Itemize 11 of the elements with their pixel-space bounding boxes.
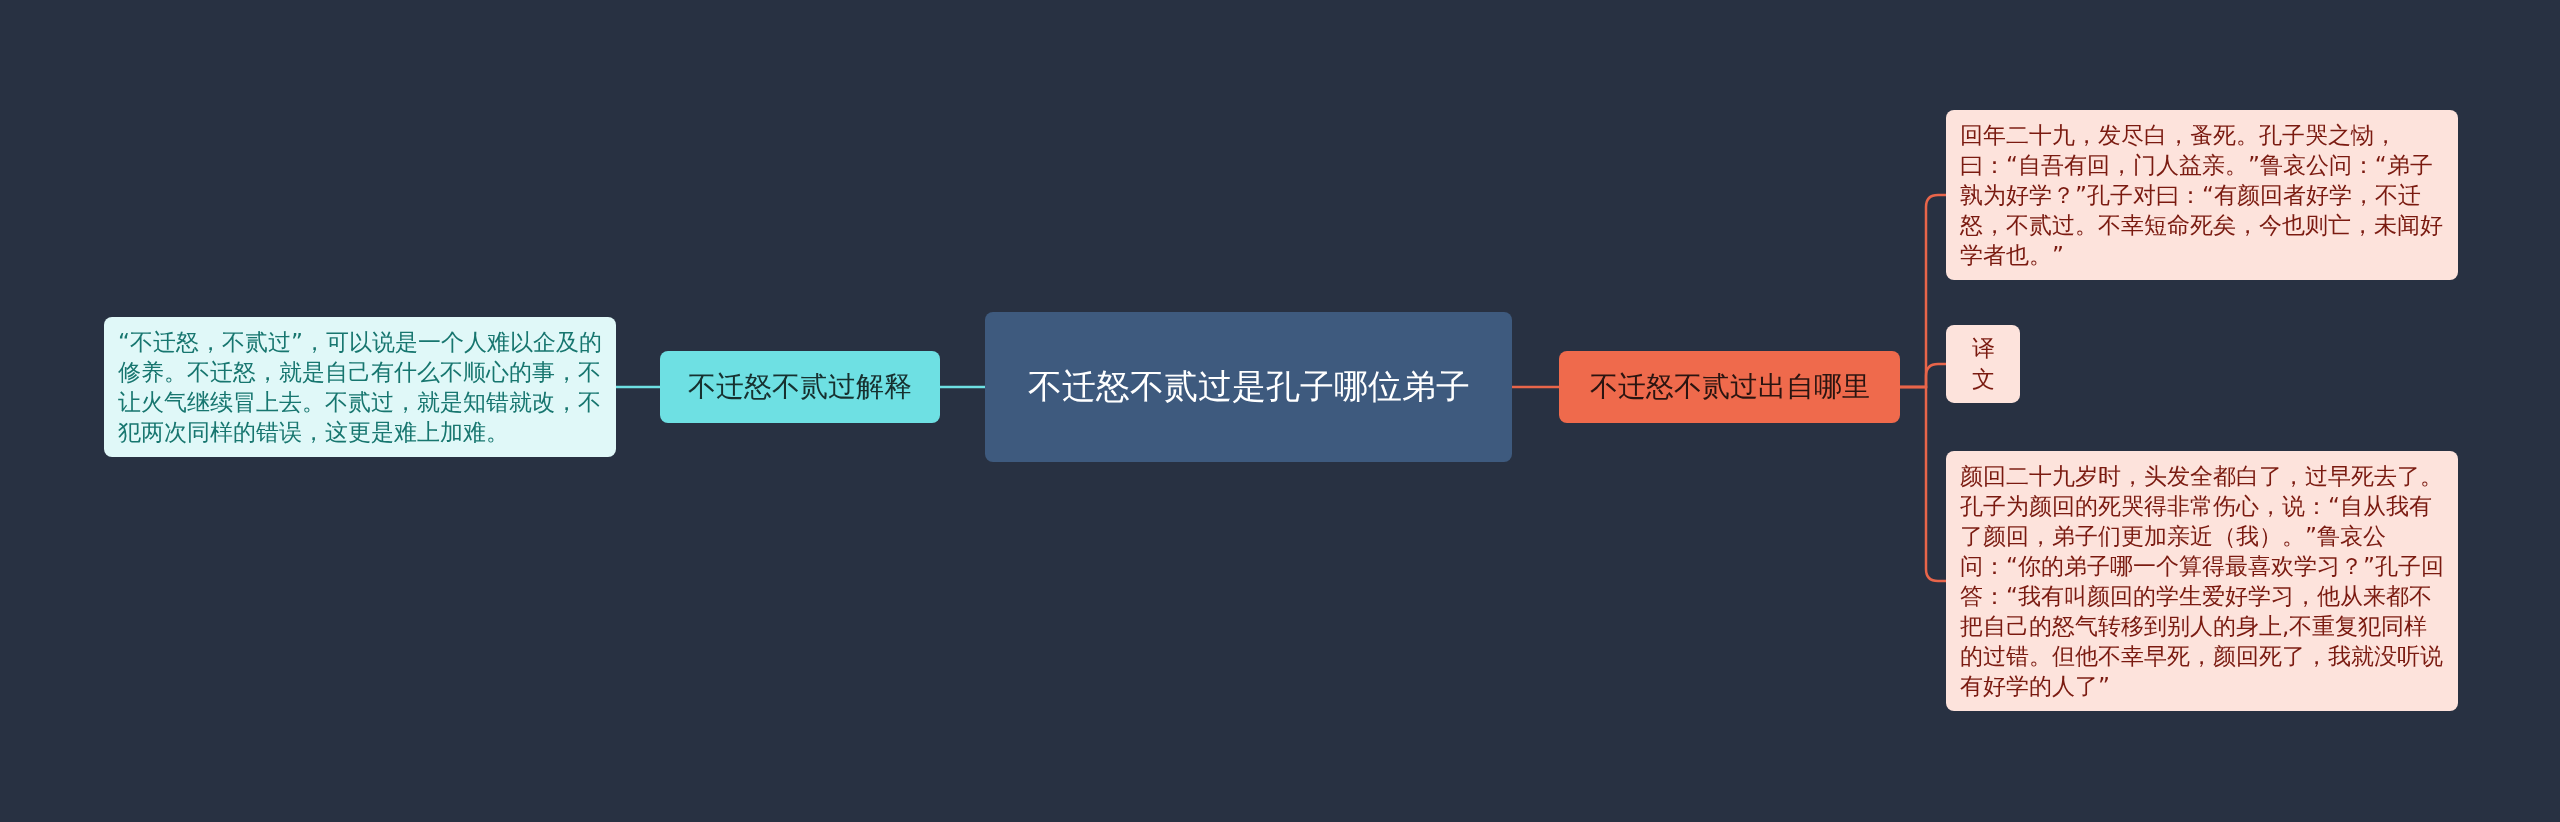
branch-topic-box: 不迁怒不贰过解释 (660, 351, 940, 423)
connector-line (940, 385, 985, 389)
connector-line (1900, 385, 1946, 583)
subtopic-box: 译文 (1946, 324, 2020, 404)
note-card: 回年二十九，发尽白，蚤死。孔子哭之恸，曰：“自吾有回，门人益亲。”鲁哀公问：“弟子孰为好学？”孔子对曰：“有颜回者好学，不迁怒，不贰过。不幸短命死矣，今也则亡，未闻好学者也。” (1946, 110, 2458, 280)
note-card: 颜回二十九岁时，头发全都白了，过早死去了。孔子为颜回的死哭得非常伤心，说：“自从我有了颜回，弟子们更加亲近（我）。”鲁哀公问：“你的弟子哪一个算得最喜欢学习？”孔子回答：“我有叫颜回的学生爱好学习，他从来都不把自己的怒气转移到别人的身上,不重复犯同样的过错。但他不幸早死，颜回死了，我就没听说有好学的人了” (1946, 451, 2458, 711)
central-topic-box: 不迁怒不贰过是孔子哪位弟子 (985, 312, 1512, 462)
connector-line (1512, 385, 1559, 389)
note-card: “不迁怒，不贰过”，可以说是一个人难以企及的修养。不迁怒，就是自己有什么不顺心的事，不让火气继续冒上去。不贰过，就是知错就改，不犯两次同样的错误，这更是难上加难。 (104, 317, 616, 457)
connector-line (616, 385, 660, 389)
branch-topic-box: 不迁怒不贰过出自哪里 (1559, 351, 1900, 423)
